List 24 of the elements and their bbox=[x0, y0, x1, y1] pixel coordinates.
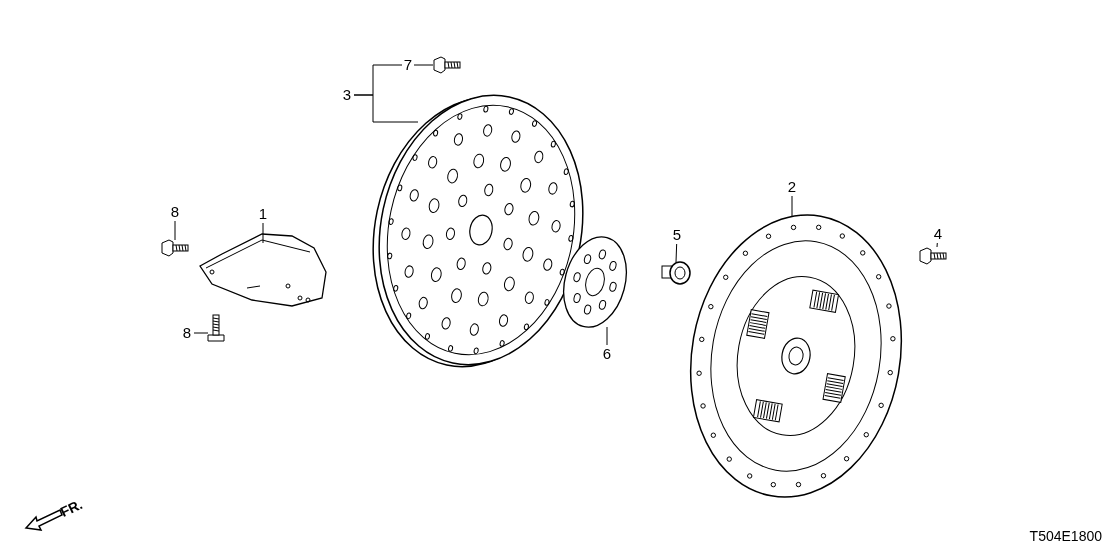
leader-line bbox=[413, 64, 434, 66]
callout-number: 2 bbox=[785, 178, 799, 196]
leader-line bbox=[353, 64, 403, 96]
bolt-drawing bbox=[432, 55, 462, 75]
callout-number: 5 bbox=[670, 226, 684, 244]
leader-line bbox=[606, 326, 608, 346]
callout-number: 7 bbox=[402, 56, 414, 74]
leader-line bbox=[193, 332, 209, 334]
plug-bolt-drawing bbox=[660, 260, 692, 286]
callout-number: 3 bbox=[340, 86, 354, 104]
leader-line bbox=[174, 220, 176, 241]
callout-number: 8 bbox=[180, 324, 194, 342]
callout-number: 8 bbox=[168, 203, 182, 221]
callout-number: 6 bbox=[600, 345, 614, 363]
bolt-drawing bbox=[205, 313, 227, 345]
leader-line bbox=[675, 243, 678, 263]
drawing-code: T504E1800 bbox=[1029, 528, 1102, 544]
leader-line bbox=[262, 222, 264, 244]
leader-line bbox=[936, 242, 938, 248]
direction-label: FR. bbox=[57, 496, 85, 520]
bolt-drawing bbox=[918, 246, 948, 264]
leader-line bbox=[791, 195, 793, 217]
callout-number: 1 bbox=[256, 205, 270, 223]
callout-number: 4 bbox=[931, 225, 945, 243]
